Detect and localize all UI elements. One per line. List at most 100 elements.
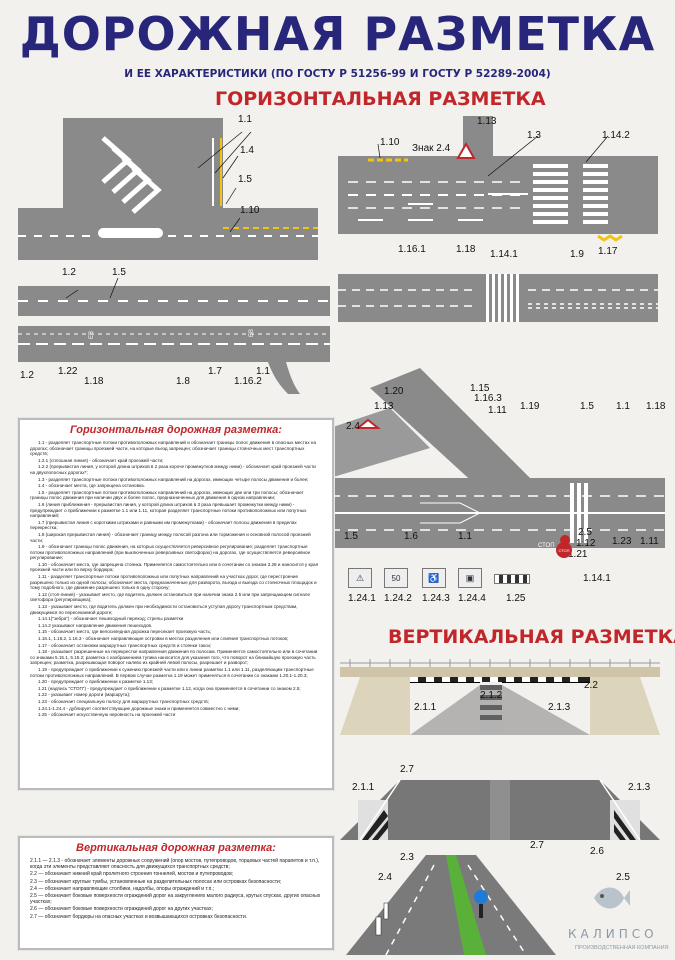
vertical-description-list: 2.1.1 — 2.1.3 - обозначает элементы доро… xyxy=(20,858,332,920)
desc-item: 1.17 - обозначает остановки маршрутных т… xyxy=(38,642,212,648)
label-2-2: 2.2 xyxy=(584,680,598,691)
diagram-reversible xyxy=(338,274,658,322)
desc-item: 2.7 — обозначает бордюры на опасных учас… xyxy=(30,913,248,920)
label-1-24-4: 1.24.4 xyxy=(458,593,486,604)
diagram-multilane xyxy=(18,277,330,394)
label-1-8: 1.8 xyxy=(176,376,190,387)
label-2-3: 2.3 xyxy=(400,852,414,863)
label-2-4: 2.4 xyxy=(346,421,360,432)
label-2-6: 2.6 xyxy=(590,846,604,857)
label-1-22: 1.22 xyxy=(58,366,78,377)
label-2-5: 2.5 xyxy=(578,527,592,538)
desc-item: 1.7 (прерывистая линия с короткими штрих… xyxy=(30,519,297,531)
label-1-16-3: 1.16.3 xyxy=(474,393,502,404)
desc-item: 1.16.1, 1.16.2, 1.16.3 - обозначает напр… xyxy=(38,636,289,641)
label-1-16-2: 1.16.2 xyxy=(234,376,262,387)
logo-name: КАЛИПСО xyxy=(568,927,658,941)
diagram-junction xyxy=(330,368,665,548)
zebra-1-14-1 xyxy=(486,274,519,322)
desc-item: 1.3 - разделяет транспортные потоки прот… xyxy=(38,476,309,482)
desc-item: 1.19 - предупреждает о приближении к суж… xyxy=(30,666,314,678)
label-1-20: 1.20 xyxy=(384,386,404,397)
desc-item: 2.5 — обозначает боковые поверхности огр… xyxy=(30,893,321,906)
label-1-1-c: 1.1 xyxy=(616,401,630,412)
desc-item: 1.4 - обозначает места, где запрещена ос… xyxy=(38,483,145,489)
label-1-19: 1.19 xyxy=(520,401,540,412)
direction-sign-icon xyxy=(474,890,488,904)
zebra-junction xyxy=(570,483,588,543)
label-1-13-top: 1.13 xyxy=(477,116,497,127)
section-title-horizontal: ГОРИЗОНТАЛЬНАЯ РАЗМЕТКА xyxy=(215,88,546,110)
road-word-stop: СТОП xyxy=(538,543,555,549)
vertical-marking-panel: Вертикальная дорожная разметка: 2.1.1 — … xyxy=(18,836,334,950)
label-1-17: 1.17 xyxy=(598,246,618,257)
desc-item: 2.4 — обозначает направляющие столбики, … xyxy=(30,885,215,892)
label-1-11-a: 1.11 xyxy=(488,405,507,416)
desc-item: 1.22 - указывает номер дороги (маршрута)… xyxy=(38,692,131,698)
label-1-2-a: 1.2 xyxy=(62,267,76,278)
label-2-4-b: 2.4 xyxy=(378,872,392,883)
label-2-7-a: 2.7 xyxy=(400,764,414,775)
label-1-5-c: 1.5 xyxy=(112,267,126,278)
label-2-7-b: 2.7 xyxy=(530,840,544,851)
desc-item: 1.9 - обозначает границы полос движения,… xyxy=(30,544,311,561)
desc-item: 1.12 (стоп-линия) - указывает место, где… xyxy=(30,591,310,603)
desc-item: 1.10 - обозначает места, где запрещена с… xyxy=(30,561,319,573)
road-main xyxy=(18,208,318,260)
label-2-1-1: 2.1.1 xyxy=(414,702,437,713)
label-1-18-c: 1.18 xyxy=(646,401,666,412)
label-2-1-2: 2.1.2 xyxy=(480,690,503,701)
warning-triangle-icon: ⚠ xyxy=(348,568,372,588)
label-1-12: 1.12 xyxy=(576,538,596,549)
desc-item: 1.20 - предупреждает о приближении к раз… xyxy=(38,679,154,685)
label-1-4: 1.4 xyxy=(240,145,254,156)
label-1-10: 1.10 xyxy=(240,205,260,216)
sign-2-4-b xyxy=(355,418,381,429)
wheelchair-icon: ♿ xyxy=(422,568,446,588)
label-1-14-1-a: 1.14.1 xyxy=(490,249,518,260)
desc-item: 1.2.1 (сплошная линия) - обозначает край… xyxy=(38,457,164,463)
stop-sign-icon: СТОП xyxy=(556,542,572,558)
diagram-bridge-supports xyxy=(340,779,660,840)
label-1-24-3: 1.24.3 xyxy=(422,593,450,604)
desc-item: 1.8 (широкая прерывистая линия) - обозна… xyxy=(30,531,311,543)
desc-item: 1.14.2 указывают направление движения пе… xyxy=(38,622,153,628)
label-1-1-d: 1.1 xyxy=(458,531,472,542)
diagram-crosswalk xyxy=(338,116,658,242)
lane-arrows xyxy=(358,203,483,221)
desc-item: 1.21 (надпись "СТОП") - предупреждает о … xyxy=(38,685,301,691)
label-2-1-3: 2.1.3 xyxy=(548,702,571,713)
label-1-24-2: 1.24.2 xyxy=(384,593,412,604)
bus-stop-zigzag xyxy=(597,234,623,242)
label-1-23: 1.23 xyxy=(612,536,632,547)
desc-item: 1.2.2 (прерывистая линия, у которой длин… xyxy=(30,464,316,475)
label-1-6: 1.6 xyxy=(404,531,418,542)
label-2-1-3-b: 2.1.3 xyxy=(628,782,651,793)
label-1-10-b: 1.10 xyxy=(380,137,400,148)
label-1-7: 1.7 xyxy=(208,366,222,377)
label-1-5: 1.5 xyxy=(238,174,252,185)
desc-item: 2.2 — обозначает нижний край пролетного … xyxy=(30,871,234,878)
desc-item: 2.1.1 — 2.1.3 - обозначает элементы доро… xyxy=(30,858,320,871)
label-1-18: 1.18 xyxy=(456,244,476,255)
section-title-vertical: ВЕРТИКАЛЬНАЯ РАЗМЕТКА xyxy=(388,626,675,648)
vertical-panel-title: Вертикальная дорожная разметка: xyxy=(76,842,276,854)
pictogram-icon: ▣ xyxy=(458,568,482,588)
label-1-1-b: 1.1 xyxy=(256,366,270,377)
desc-item: 1.18 - указывает разрешенные на перекрес… xyxy=(30,649,318,666)
fish-logo-icon xyxy=(594,887,630,909)
label-1-14-1-b: 1.14.1 xyxy=(583,573,611,584)
grass-median xyxy=(446,855,486,955)
posts-2-4 xyxy=(375,902,389,936)
label-1-14-2: 1.14.2 xyxy=(602,130,630,141)
horizontal-description-list: 1.1 - разделяет транспортные потоки прот… xyxy=(20,440,332,718)
desc-item: 2.3 — обозначает круглые тумбы, установл… xyxy=(30,878,282,885)
horizontal-marking-panel: Горизонтальная дорожная разметка: 1.1 - … xyxy=(18,418,334,790)
speed-limit-icon: 50 xyxy=(384,568,408,588)
label-1-5-d: 1.5 xyxy=(580,401,594,412)
label-2-5-b: 2.5 xyxy=(616,872,630,883)
desc-item: 2.6 — обозначает боковые поверхности огр… xyxy=(30,906,213,913)
page-subtitle: И ЕЕ ХАРАКТЕРИСТИКИ (ПО ГОСТУ Р 51256-99… xyxy=(124,68,551,80)
chevron-markings xyxy=(101,136,162,214)
